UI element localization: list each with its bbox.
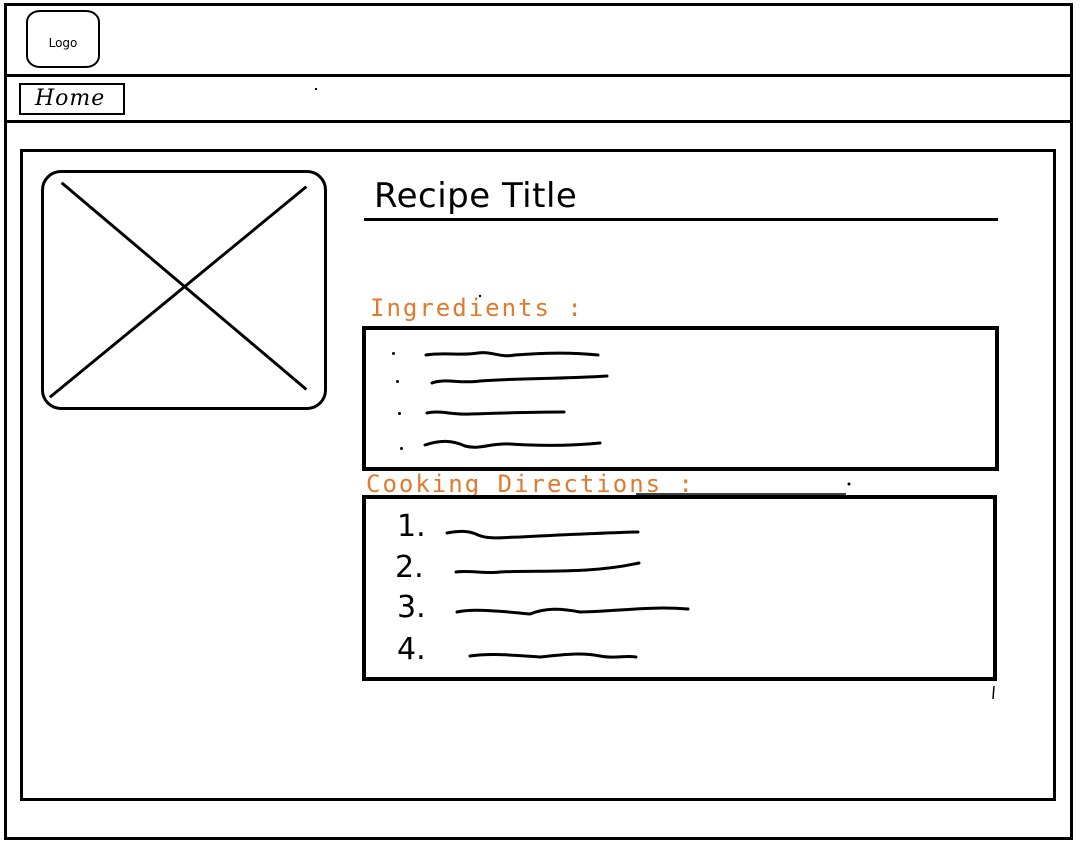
page-frame [4,3,1073,840]
direction-step-number: 3. [397,590,426,625]
ingredients-label: Ingredients : [370,294,584,322]
recipe-card [20,149,1056,801]
direction-step-number: 4. [397,632,426,667]
home-button[interactable]: Home [19,83,125,115]
directions-label: Cooking Directions : [366,470,695,498]
stray-mark [315,88,317,90]
ingredient-bullet [400,447,403,450]
directions-list [362,495,997,681]
ingredients-list [362,326,999,471]
home-button-label: Home [35,86,106,111]
image-placeholder-cross [48,181,308,399]
ingredient-bullet [398,412,401,415]
title-underline [364,218,998,221]
nav-bar: Home [4,77,1073,123]
logo-label: Logo [48,36,78,50]
logo[interactable]: Logo [26,10,100,68]
recipe-title: Recipe Title [374,176,578,216]
direction-step-number: 1. [397,509,426,544]
ingredient-bullet [396,380,399,383]
direction-step-number: 2. [395,550,424,585]
recipe-image-placeholder [41,170,327,410]
site-header: Logo [4,3,1073,77]
ingredient-bullet [392,352,395,355]
